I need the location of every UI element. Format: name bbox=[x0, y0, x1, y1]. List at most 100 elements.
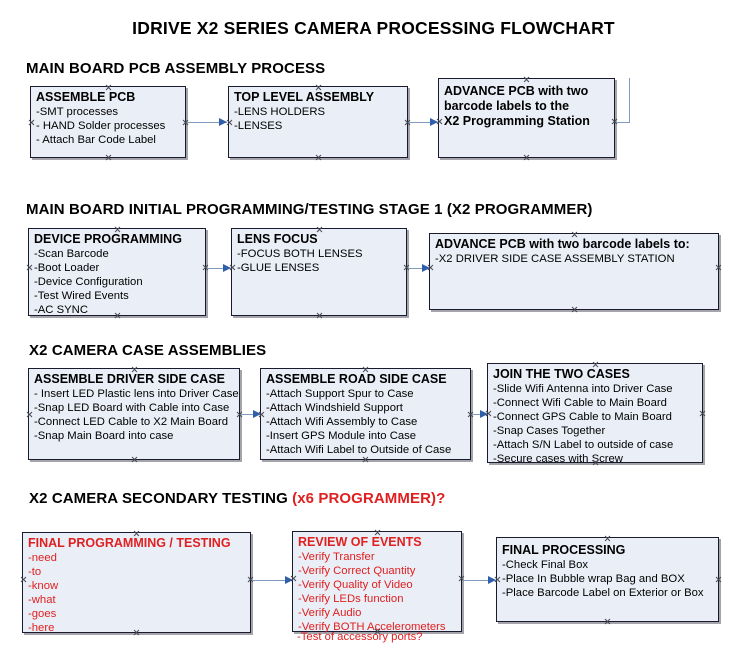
arrow-head-icon bbox=[219, 117, 227, 126]
box-line: -Connect Wifi Cable to Main Board bbox=[493, 397, 667, 409]
connection-handle-top[interactable] bbox=[592, 361, 599, 368]
connection-handle-bottom[interactable] bbox=[114, 312, 121, 319]
box-top-level-assembly[interactable]: TOP LEVEL ASSEMBLY -LENS HOLDERS -LENSES bbox=[228, 86, 408, 158]
box-title: ADVANCE PCB with two barcode labels to: bbox=[435, 237, 690, 251]
connection-handle-top[interactable] bbox=[523, 76, 530, 83]
connection-handle-bottom[interactable] bbox=[131, 456, 138, 463]
connection-handle-bottom[interactable] bbox=[571, 306, 578, 313]
connection-handle-left[interactable] bbox=[28, 119, 35, 126]
box-title: FINAL PROGRAMMING / TESTING bbox=[28, 536, 231, 550]
section-heading-text: MAIN BOARD INITIAL PROGRAMMING/TESTING S… bbox=[26, 201, 593, 218]
section-heading-text: X2 CAMERA CASE ASSEMBLIES bbox=[29, 342, 267, 359]
connection-handle-top[interactable] bbox=[362, 366, 369, 373]
connection-handle-left[interactable] bbox=[494, 576, 501, 583]
connection-handle-left[interactable] bbox=[229, 264, 236, 271]
box-final-programming-testing[interactable]: FINAL PROGRAMMING / TESTING -need -to -k… bbox=[20, 530, 251, 636]
box-content: FINAL PROGRAMMING / TESTING -need -to -k… bbox=[28, 536, 248, 635]
box-title: REVIEW OF EVENTS bbox=[298, 535, 422, 549]
connection-handle-right[interactable] bbox=[699, 410, 706, 417]
connection-handle-bottom[interactable] bbox=[315, 154, 322, 161]
box-overflow-line: -Test of accessory ports? bbox=[297, 631, 423, 643]
connection-handle-top[interactable] bbox=[133, 530, 140, 537]
box-content: FINAL PROCESSING -Check Final Box -Place… bbox=[502, 543, 716, 600]
box-advance-pcb-programming-station[interactable]: ADVANCE PCB with two barcode labels to t… bbox=[438, 78, 615, 158]
box-content: ADVANCE PCB with two barcode labels to t… bbox=[444, 84, 612, 129]
box-join-the-two-cases[interactable]: JOIN THE TWO CASES -Slide Wifi Antenna i… bbox=[485, 361, 706, 466]
connection-handle-bottom[interactable] bbox=[105, 154, 112, 161]
connection-handle-top[interactable] bbox=[604, 535, 611, 542]
connection-handle-left[interactable] bbox=[226, 119, 233, 126]
box-title: TOP LEVEL ASSEMBLY bbox=[234, 90, 375, 104]
box-lens-focus[interactable]: LENS FOCUS -FOCUS BOTH LENSES -GLUE LENS… bbox=[231, 228, 407, 316]
connection-handle-bottom[interactable] bbox=[592, 459, 599, 466]
box-line: -Snap Cases Together bbox=[493, 425, 606, 437]
box-line: -Secure cases with Screw bbox=[493, 453, 623, 465]
box-line: -Attach S/N Label to outside of case bbox=[493, 439, 674, 451]
connection-handle-top[interactable] bbox=[316, 226, 323, 233]
box-title: FINAL PROCESSING bbox=[502, 543, 626, 557]
connection-handle-top[interactable] bbox=[105, 84, 112, 91]
arrow-head-icon bbox=[223, 263, 231, 272]
box-line: -LENSES bbox=[234, 120, 283, 132]
connection-handle-left[interactable] bbox=[20, 576, 27, 583]
box-title-line: X2 Programming Station bbox=[444, 114, 590, 128]
section-heading-x2-camera-case-assemblies: X2 CAMERA CASE ASSEMBLIES bbox=[29, 342, 266, 359]
box-line: -Verify Correct Quantity bbox=[298, 565, 416, 577]
box-line: -Verify LEDs function bbox=[298, 593, 404, 605]
box-assemble-driver-side-case[interactable]: ASSEMBLE DRIVER SIDE CASE - Insert LED P… bbox=[28, 368, 240, 460]
connection-handle-left[interactable] bbox=[436, 118, 443, 125]
box-line: -Snap LED Board with Cable into Case bbox=[34, 402, 230, 414]
section-heading-main-board-initial-programming: MAIN BOARD INITIAL PROGRAMMING/TESTING S… bbox=[26, 201, 593, 218]
box-line: -goes bbox=[28, 608, 57, 620]
box-line: -Place Barcode Label on Exterior or Box bbox=[502, 587, 704, 599]
box-line: -Verify Audio bbox=[298, 607, 362, 619]
connection-handle-left[interactable] bbox=[26, 411, 33, 418]
connection-handle-left[interactable] bbox=[427, 264, 434, 271]
box-line: -Attach Windshield Support bbox=[266, 402, 403, 414]
connection-handle-left[interactable] bbox=[485, 410, 492, 417]
box-title: JOIN THE TWO CASES bbox=[493, 367, 630, 381]
connection-handle-left[interactable] bbox=[290, 575, 297, 582]
box-final-processing[interactable]: FINAL PROCESSING -Check Final Box -Place… bbox=[496, 537, 719, 622]
connection-handle-top[interactable] bbox=[374, 529, 381, 536]
box-assemble-pcb[interactable]: ASSEMBLE PCB -SMT processes - HAND Solde… bbox=[30, 86, 186, 158]
box-line: -Verify Quality of Video bbox=[298, 579, 413, 591]
box-content: ASSEMBLE ROAD SIDE CASE -Attach Support … bbox=[266, 372, 468, 457]
connection-handle-bottom[interactable] bbox=[523, 154, 530, 161]
connection-handle-right[interactable] bbox=[715, 576, 722, 583]
box-line: -FOCUS BOTH LENSES bbox=[237, 248, 363, 260]
box-line: -Insert GPS Module into Case bbox=[266, 430, 417, 442]
connector-stub-vertical bbox=[629, 78, 630, 123]
box-line: -need bbox=[28, 552, 57, 564]
box-line: -Connect GPS Cable to Main Board bbox=[493, 411, 672, 423]
box-line: - Insert LED Plastic lens into Driver Ca… bbox=[34, 388, 239, 400]
box-title: ASSEMBLE DRIVER SIDE CASE bbox=[34, 372, 226, 386]
box-title: LENS FOCUS bbox=[237, 232, 318, 246]
connection-handle-right[interactable] bbox=[715, 264, 722, 271]
box-title: DEVICE PROGRAMMING bbox=[34, 232, 182, 246]
box-line: -Boot Loader bbox=[34, 262, 100, 274]
box-content: ASSEMBLE DRIVER SIDE CASE - Insert LED P… bbox=[34, 372, 239, 443]
connection-handle-bottom[interactable] bbox=[133, 629, 140, 636]
box-line: -Scan Barcode bbox=[34, 248, 109, 260]
connector-lens-focus-to-advance-pcb bbox=[408, 268, 430, 269]
box-assemble-road-side-case[interactable]: ASSEMBLE ROAD SIDE CASE -Attach Support … bbox=[260, 368, 471, 460]
connection-handle-top[interactable] bbox=[114, 226, 121, 233]
connection-handle-left[interactable] bbox=[26, 264, 33, 271]
connection-handle-top[interactable] bbox=[315, 84, 322, 91]
box-advance-pcb-driver-side-case[interactable]: ADVANCE PCB with two barcode labels to: … bbox=[429, 233, 719, 310]
box-content: ADVANCE PCB with two barcode labels to: … bbox=[435, 237, 716, 266]
connection-handle-left[interactable] bbox=[258, 411, 265, 418]
page-title: IDRIVE X2 SERIES CAMERA PROCESSING FLOWC… bbox=[132, 18, 615, 38]
connection-handle-bottom[interactable] bbox=[604, 618, 611, 625]
connection-handle-bottom[interactable] bbox=[362, 456, 369, 463]
box-review-of-events[interactable]: REVIEW OF EVENTS -Verify Transfer -Verif… bbox=[290, 529, 462, 633]
connector-driver-case-to-road-case bbox=[241, 414, 260, 415]
connection-handle-bottom[interactable] bbox=[316, 312, 323, 319]
connection-handle-top[interactable] bbox=[571, 231, 578, 238]
arrow-head-icon bbox=[430, 117, 438, 126]
box-line: -AC SYNC bbox=[34, 304, 88, 316]
box-line: -X2 DRIVER SIDE CASE ASSEMBLY STATION bbox=[435, 253, 675, 265]
box-device-programming[interactable]: DEVICE PROGRAMMING -Scan Barcode -Boot L… bbox=[28, 228, 206, 316]
connection-handle-top[interactable] bbox=[131, 366, 138, 373]
